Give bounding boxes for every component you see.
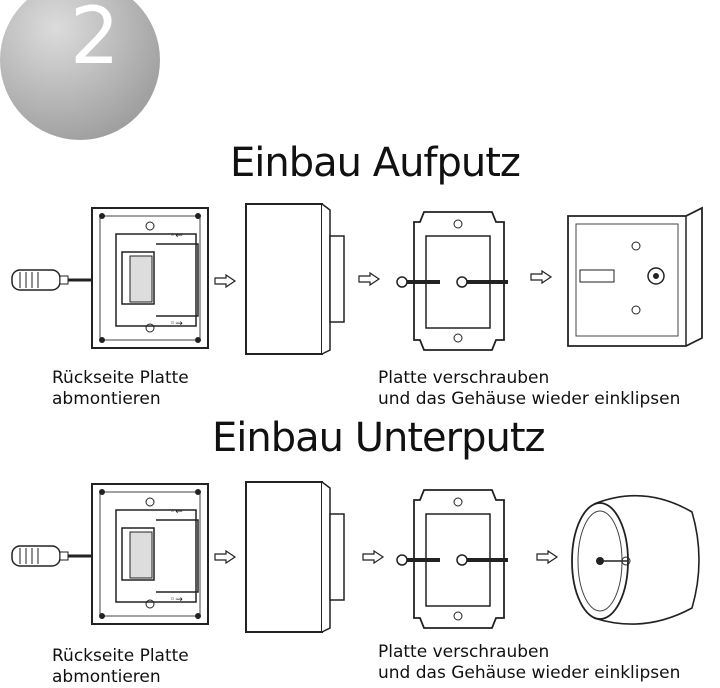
step-number: 2 [70, 0, 120, 82]
caption-line: abmontieren [52, 667, 161, 687]
caption-screw-plate: Platte verschrauben und das Gehäuse wied… [378, 642, 680, 684]
section-title-surface: Einbau Aufputz [230, 140, 521, 186]
arrow-right-icon [536, 549, 559, 565]
caption-line: und das Gehäuse wieder einklipsen [378, 663, 681, 683]
arrow-right-icon [362, 549, 385, 565]
screwdriver-icon [11, 545, 98, 567]
caption-screw-plate: Platte verschrauben und das Gehäuse wied… [378, 368, 680, 410]
section-title-flush: Einbau Unterputz [212, 415, 545, 461]
svg-text:◦←: ◦← [170, 507, 183, 517]
mounting-frame-diagram [396, 211, 508, 351]
arrow-right-icon [530, 269, 553, 285]
flush-mount-box-diagram [571, 494, 700, 625]
back-plate-diagram: ◦← ◦→ [91, 483, 209, 625]
surface-mount-box-diagram [567, 206, 703, 347]
back-plate-diagram: ◦← ◦→ [91, 207, 209, 349]
arrow-right-icon [214, 273, 237, 289]
step-badge-circle [0, 0, 160, 140]
caption-remove-back-plate: Rückseite Platte abmontieren [52, 368, 189, 410]
caption-line: und das Gehäuse wieder einklipsen [378, 389, 681, 409]
caption-line: Platte verschrauben [378, 368, 550, 388]
arrow-right-icon [358, 271, 381, 287]
mounting-frame-diagram [396, 489, 508, 629]
caption-line: Rückseite Platte [52, 646, 189, 666]
switch-housing-diagram [245, 203, 345, 355]
svg-text:◦→: ◦→ [170, 319, 183, 329]
svg-text:◦→: ◦→ [170, 595, 183, 605]
switch-housing-diagram [245, 481, 345, 633]
svg-text:◦←: ◦← [170, 231, 183, 241]
caption-line: Rückseite Platte [52, 368, 189, 388]
caption-line: abmontieren [52, 389, 161, 409]
step-badge: 2 [0, 0, 160, 160]
caption-line: Platte verschrauben [378, 642, 550, 662]
caption-remove-back-plate: Rückseite Platte abmontieren [52, 646, 189, 688]
arrow-right-icon [214, 549, 237, 565]
